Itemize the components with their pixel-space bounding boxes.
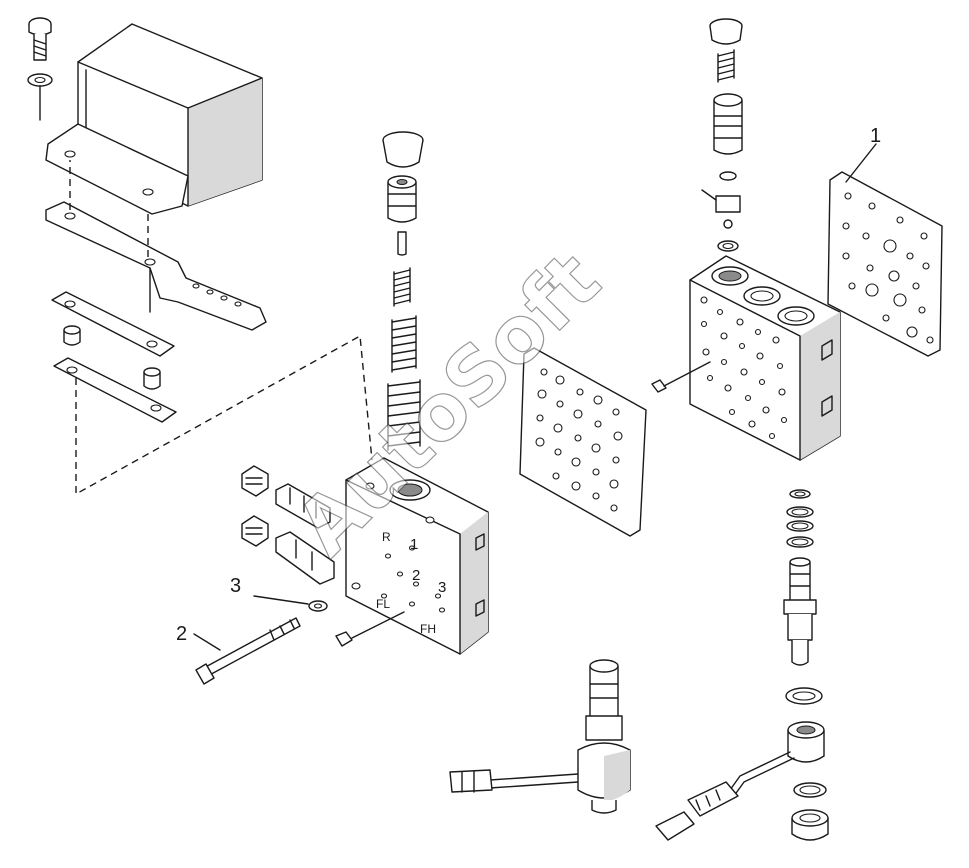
upper-seal-ring [717,240,739,252]
washer-item-3 [308,600,328,612]
long-bolt-item-2 [195,617,301,685]
mounting-bracket [45,201,267,331]
upper-spring [717,49,735,83]
upper-plug [709,18,743,45]
right-valve-block [689,255,841,461]
small-screw-right [651,361,711,393]
marking-fh: FH [420,622,436,636]
lower-solenoid-valve [783,557,817,666]
shift-valve-body: R 1 2 3 FL FH [345,457,489,655]
marking-fl: FL [376,597,390,611]
callout-1: 1 [870,125,881,147]
upper-oring [719,171,737,181]
gasket-item-1 [827,171,943,357]
cover-washer [27,73,53,87]
lower-seal-cup [791,809,829,841]
marking-3: 3 [438,579,446,596]
hex-plug-lower [241,515,269,547]
lower-oring-ring [793,782,827,798]
valve-cover [45,23,263,215]
spacer-sleeve-left [63,325,81,346]
leader-line-2 [193,633,221,651]
callout-3: 3 [230,575,241,597]
alignment-line [75,334,373,496]
separator-plate [519,347,647,537]
cover-bolt [28,17,52,61]
solenoid-fitting-upper [275,483,331,529]
small-screw [335,611,405,647]
gasket-plate-upper [51,291,175,357]
solenoid-fitting-lower [275,531,335,585]
valve-piston [387,175,417,223]
leader-line-1 [845,143,877,183]
valve-pin [397,231,407,256]
spacer-sleeve-right [143,367,161,390]
upper-valve-spool [713,93,743,155]
marking-2: 2 [412,567,420,584]
marking-r: R [382,530,391,544]
hex-plug-upper [241,465,269,497]
marking-1: 1 [410,536,418,553]
medium-spring [391,315,417,373]
lower-connector [655,781,739,841]
lower-solenoid-coil [729,721,825,797]
large-spring [387,379,421,451]
upper-check-ball [701,189,741,229]
callout-2: 2 [176,623,187,645]
gasket-plate-lower [53,357,177,423]
valve-plug [382,131,424,168]
leader-line-3 [253,595,309,605]
lower-oring-stack [786,489,814,548]
lower-large-oring [785,687,823,705]
bottom-solenoid-assembly [449,659,631,814]
small-spring [393,267,411,307]
